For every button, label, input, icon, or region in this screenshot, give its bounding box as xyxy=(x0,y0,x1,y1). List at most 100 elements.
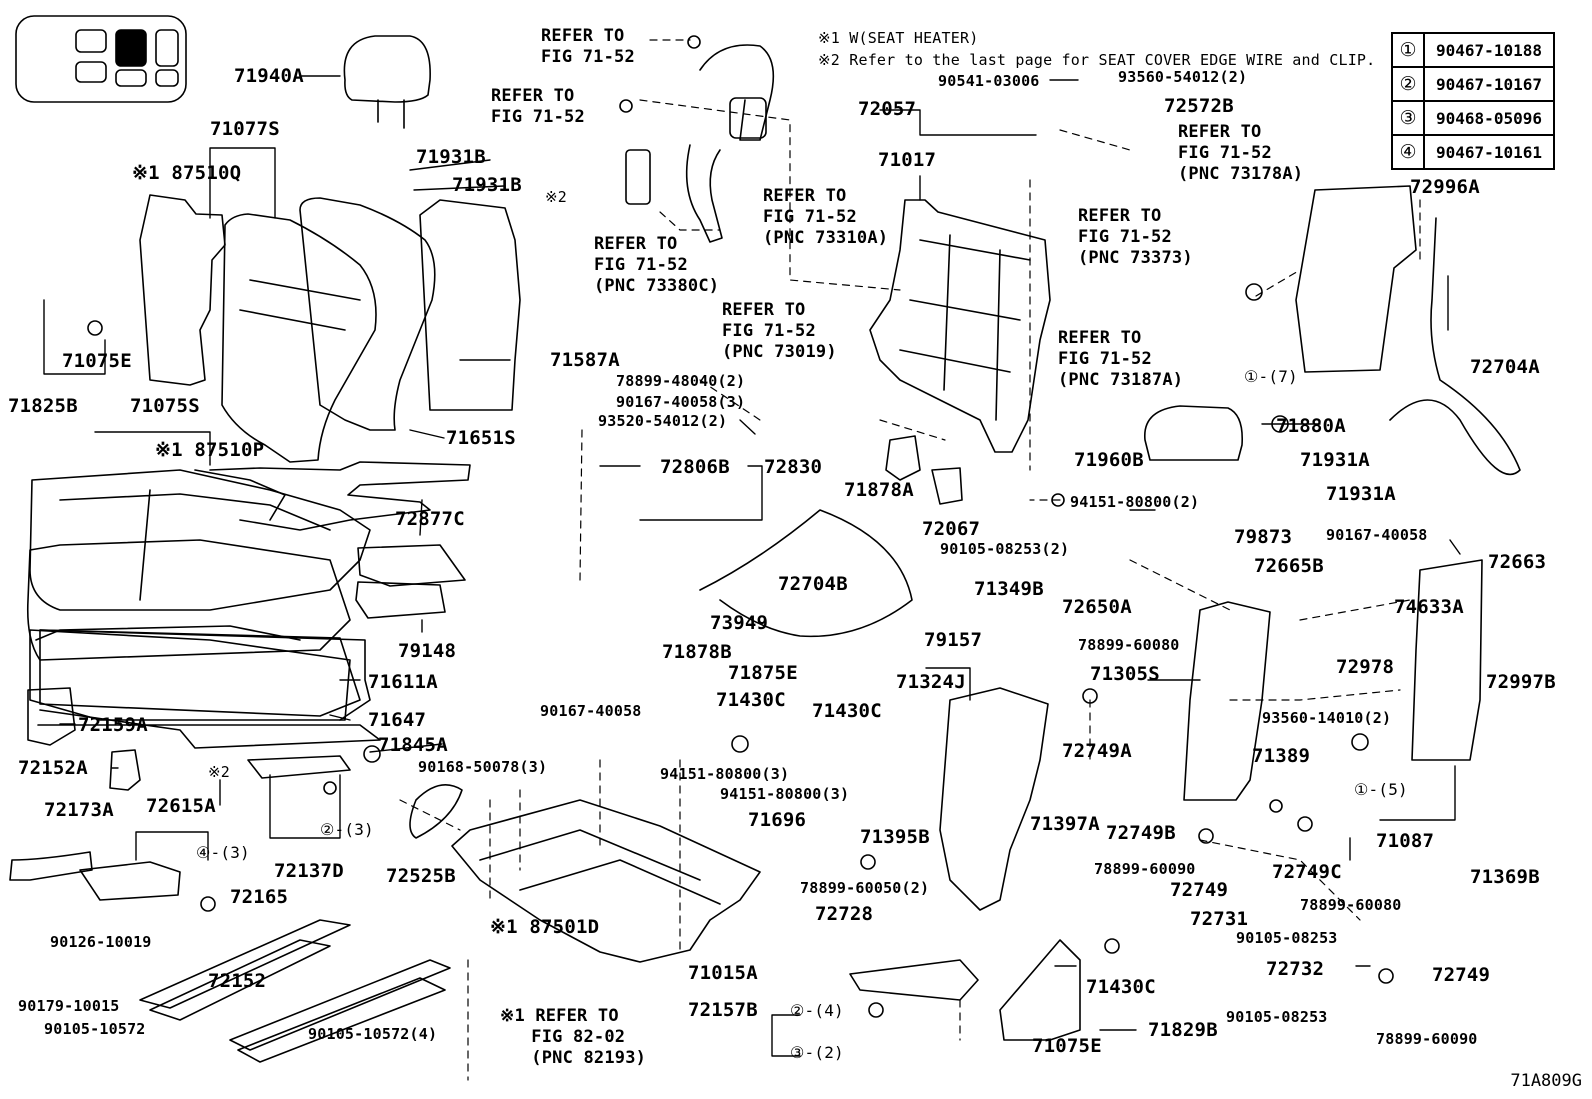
label-71647: 71647 xyxy=(368,709,427,731)
label-71430c-3: 71430C xyxy=(1086,976,1156,998)
label-72157b: 72157B xyxy=(688,999,758,1021)
label-72704b: 72704B xyxy=(778,573,848,595)
label-circle1-5: ①-(5) xyxy=(1354,780,1408,799)
label-90105-10572-4: 90105-10572(4) xyxy=(308,1025,438,1043)
label-72749c: 72749C xyxy=(1272,861,1342,883)
label-72665b: 72665B xyxy=(1254,555,1324,577)
side-covers xyxy=(9,687,181,901)
label-90126-10019: 90126-10019 xyxy=(50,933,152,951)
label-72650a: 72650A xyxy=(1062,596,1132,618)
side-panel-71087 xyxy=(1411,559,1483,761)
label-71611a: 71611A xyxy=(368,671,438,693)
label-71878a: 71878A xyxy=(844,479,914,501)
label-71931b-1: 71931B xyxy=(416,146,486,168)
label-90105-08253-b: 90105-08253 xyxy=(1226,1008,1328,1026)
mark-note2-b: ※2 xyxy=(208,763,230,781)
label-circle1-7: ①-(7) xyxy=(1244,367,1298,386)
label-72877c: 72877C xyxy=(395,508,465,530)
seat-position-icon xyxy=(15,15,187,103)
label-79157: 79157 xyxy=(924,629,983,651)
label-90105-08253-2: 90105-08253(2) xyxy=(940,540,1070,558)
label-72996a: 72996A xyxy=(1410,176,1480,198)
note-cover-edge-wire: ※2 Refer to the last page for SEAT COVER… xyxy=(818,51,1376,69)
headrest-71960b xyxy=(1144,405,1244,461)
legend-mark: ③ xyxy=(1393,102,1425,134)
label-circle4-3: ④-(3) xyxy=(196,843,250,862)
label-72806b: 72806B xyxy=(660,456,730,478)
pad-72877c-79148 xyxy=(355,544,466,619)
label-circle3-2: ③-(2) xyxy=(790,1043,844,1062)
label-90168-50078: 90168-50078(3) xyxy=(418,758,548,776)
label-72173a: 72173A xyxy=(44,799,114,821)
armrest-frame-71324j xyxy=(939,687,1049,911)
label-94151-80800-2: 94151-80800(2) xyxy=(1070,493,1200,511)
diagram-code: 71A809G xyxy=(1510,1071,1582,1091)
label-71651s: 71651S xyxy=(446,427,516,449)
refer-fig-71-52-73310a: REFER TO FIG 71-52 (PNC 73310A) xyxy=(763,186,889,248)
label-71075s: 71075S xyxy=(130,395,200,417)
label-72830: 72830 xyxy=(764,456,823,478)
mark-note2-a: ※2 xyxy=(545,188,567,206)
cover-72157b xyxy=(849,959,979,1001)
refer-fig-71-52-b: REFER TO FIG 71-52 xyxy=(491,86,585,127)
label-72152a: 72152A xyxy=(18,757,88,779)
label-71397a: 71397A xyxy=(1030,813,1100,835)
refer-fig-71-52-a: REFER TO FIG 71-52 xyxy=(541,26,635,67)
label-72728: 72728 xyxy=(815,903,874,925)
fasteners xyxy=(87,35,1394,1018)
label-71845a: 71845A xyxy=(378,734,448,756)
label-71960b: 71960B xyxy=(1074,449,1144,471)
label-94151-80800-3b: 94151-80800(3) xyxy=(720,785,850,803)
label-78899-60090-b: 78899-60090 xyxy=(1376,1030,1478,1048)
label-78899-60080-b: 78899-60080 xyxy=(1300,896,1402,914)
cable-72704a xyxy=(1389,217,1521,476)
label-circle2-4: ②-(4) xyxy=(790,1001,844,1020)
label-78899-60090-a: 78899-60090 xyxy=(1094,860,1196,878)
cable-72704b xyxy=(699,509,913,638)
label-72978: 72978 xyxy=(1336,656,1395,678)
seatback-cover-71587a xyxy=(299,197,521,431)
label-79873: 79873 xyxy=(1234,526,1293,548)
seatback-frame-71017 xyxy=(869,199,1051,453)
note-seat-heater: ※1 W(SEAT HEATER) xyxy=(818,29,979,47)
label-72159a: 72159A xyxy=(78,714,148,736)
legend-part: 90467-10188 xyxy=(1436,40,1542,60)
label-71324j: 71324J xyxy=(896,671,966,693)
label-72525b: 72525B xyxy=(386,865,456,887)
label-72165: 72165 xyxy=(230,886,289,908)
label-90541-03006: 90541-03006 xyxy=(938,72,1040,90)
label-90167-40058-b: 90167-40058 xyxy=(1326,526,1428,544)
label-71430c-2: 71430C xyxy=(812,700,882,722)
label-72572b: 72572B xyxy=(1164,95,1234,117)
label-71878b: 71878B xyxy=(662,641,732,663)
cushion-base-71647 xyxy=(39,629,361,717)
label-71017: 71017 xyxy=(878,149,937,171)
label-72749a: 72749A xyxy=(1062,740,1132,762)
label-87510p: ※1 87510P xyxy=(155,439,265,461)
label-72997b: 72997B xyxy=(1486,671,1556,693)
label-71430c-1: 71430C xyxy=(716,689,786,711)
label-90105-08253-a: 90105-08253 xyxy=(1236,929,1338,947)
label-72749-b: 72749 xyxy=(1432,964,1491,986)
hinge-71878a-72067 xyxy=(885,435,963,505)
label-72057: 72057 xyxy=(858,98,917,120)
label-72615a: 72615A xyxy=(146,795,216,817)
legend-part: 90467-10161 xyxy=(1436,142,1542,162)
label-71931a-2: 71931A xyxy=(1326,483,1396,505)
label-79148: 79148 xyxy=(398,640,457,662)
label-72732: 72732 xyxy=(1266,958,1325,980)
label-90179-10015: 90179-10015 xyxy=(18,997,120,1015)
label-94151-80800-3a: 94151-80800(3) xyxy=(660,765,790,783)
label-90167-40058-a: 90167-40058 xyxy=(540,702,642,720)
assembly-dashed-lines xyxy=(399,39,1421,1081)
label-71305s: 71305S xyxy=(1090,663,1160,685)
label-90105-10572: 90105-10572 xyxy=(44,1020,146,1038)
label-78899-48040: 78899-48040(2) xyxy=(616,372,746,390)
label-78899-60080-a: 78899-60080 xyxy=(1078,636,1180,654)
legend-part: 90467-10167 xyxy=(1436,74,1542,94)
label-71077s: 71077S xyxy=(210,118,280,140)
